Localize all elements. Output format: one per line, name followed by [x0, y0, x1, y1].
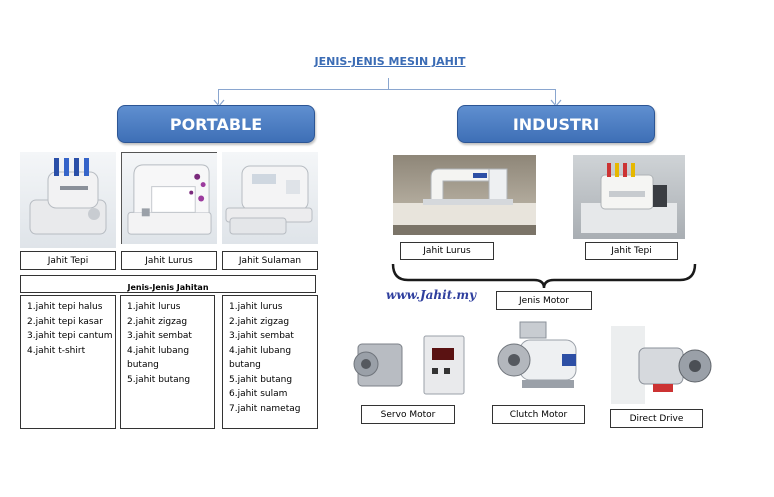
embroidery-machine-icon — [222, 152, 318, 244]
stitch-list-tepi: 1.jahit tepi halus 2.jahit tepi kasar 3.… — [20, 295, 116, 429]
list-item: butang — [127, 360, 159, 370]
motor-label: Servo Motor — [361, 405, 455, 424]
connector-horizontal — [218, 89, 556, 90]
page-title: JENIS-JENIS MESIN JAHIT — [314, 55, 466, 68]
list-item: 4.jahit lubang — [127, 345, 190, 356]
list-item: 1.jahit lurus — [127, 302, 181, 312]
direct-drive-motor-icon — [609, 326, 713, 404]
machine-label: Jahit Tepi — [20, 251, 116, 270]
list-item: 2.jahit zigzag — [127, 316, 188, 327]
watermark: www.Jahit.my — [386, 288, 477, 302]
list-item: 4.jahit t-shirt — [27, 345, 86, 356]
list-item: 5.jahit butang — [127, 374, 191, 385]
list-item: 3.jahit tepi cantum — [27, 331, 113, 341]
stitch-list-lurus: 1.jahit lurus 2.jahit zigzag 3.jahit sem… — [120, 295, 215, 429]
list-item: 6.jahit sulam — [229, 389, 288, 399]
category-portable: PORTABLE — [117, 105, 315, 143]
list-item: 3.jahit sembat — [127, 331, 192, 341]
list-item: 4.jahit lubang — [229, 345, 292, 356]
connector-title-down — [388, 78, 389, 90]
industrial-overlock-icon — [573, 155, 685, 239]
list-item: 7.jahit nametag — [229, 403, 301, 414]
types-header: Jenis-Jenis Jahitan — [20, 275, 316, 293]
machine-label: Jahit Lurus — [121, 251, 217, 270]
machine-label: Jahit Tepi — [585, 242, 678, 260]
clutch-motor-icon — [492, 318, 588, 402]
list-item: 1.jahit lurus — [229, 302, 283, 312]
category-industri: INDUSTRI — [457, 105, 655, 143]
brace-icon — [391, 263, 697, 288]
connector-industri — [555, 89, 556, 104]
list-item: 1.jahit tepi halus — [27, 302, 103, 312]
machine-label: Jahit Lurus — [400, 242, 494, 260]
stitch-list-sulaman: 1.jahit lurus 2.jahit zigzag 3.jahit sem… — [222, 295, 318, 429]
motor-label: Clutch Motor — [492, 405, 585, 424]
machine-label: Jahit Sulaman — [222, 251, 318, 270]
motor-header: Jenis Motor — [496, 291, 592, 310]
list-item: 2.jahit zigzag — [229, 316, 290, 327]
overlock-machine-icon — [20, 152, 116, 248]
motor-label: Direct Drive — [610, 409, 703, 428]
list-item: butang — [229, 360, 261, 370]
connector-portable — [218, 89, 219, 104]
servo-motor-icon — [344, 326, 472, 402]
list-item: 2.jahit tepi kasar — [27, 316, 103, 327]
list-item: 5.jahit butang — [229, 374, 293, 385]
industrial-sewing-machine-icon — [393, 155, 536, 235]
list-item: 3.jahit sembat — [229, 331, 294, 341]
sewing-machine-icon — [121, 152, 217, 244]
